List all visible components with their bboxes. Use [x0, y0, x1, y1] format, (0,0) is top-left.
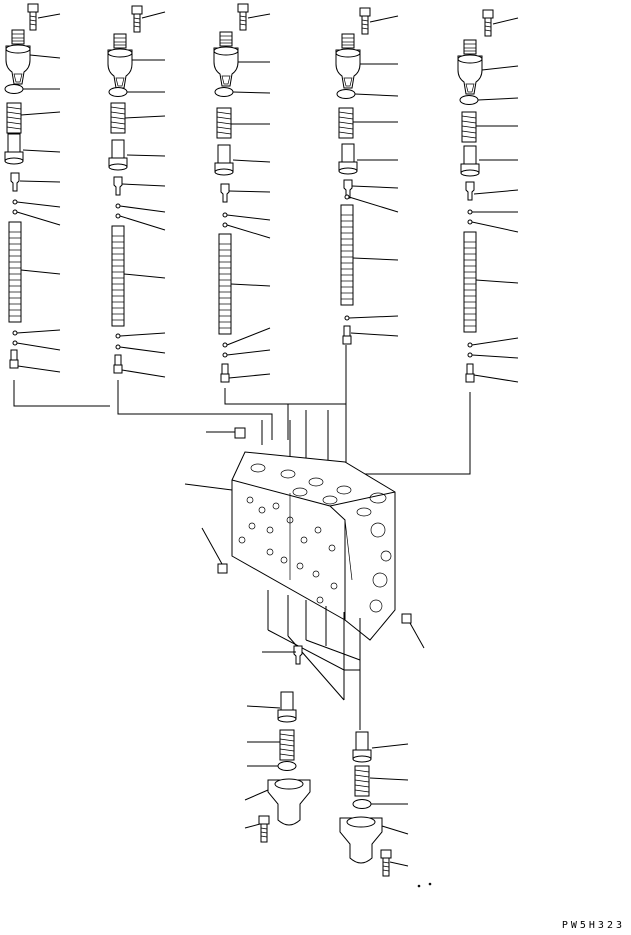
spool-assembly-3 — [213, 3, 271, 383]
spool-assembly-4 — [335, 7, 399, 345]
spool-assembly-2 — [107, 5, 166, 378]
spool-assembly-1 — [4, 3, 61, 373]
drawing-code: PW5H323 — [561, 920, 625, 931]
spool-assembly-5 — [457, 9, 519, 383]
relief-valve-assembly-left — [244, 645, 311, 843]
relief-valve-assembly-right — [339, 731, 432, 888]
control-valve-assembly — [184, 427, 425, 730]
